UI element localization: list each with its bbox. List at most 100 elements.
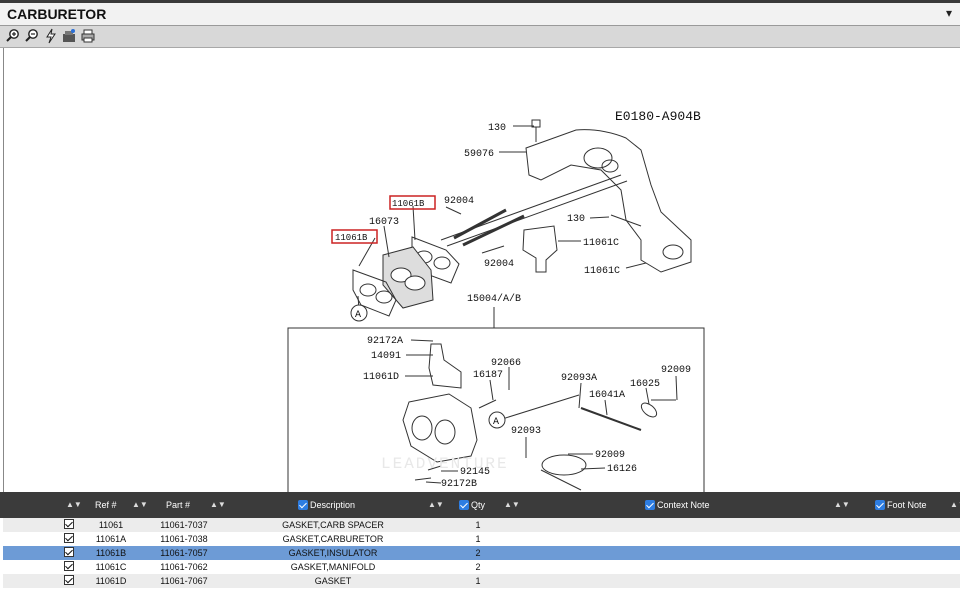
sort-arrows-icon[interactable]: ▲▼ (428, 500, 444, 509)
callout-92145: 92145 (460, 467, 490, 478)
callout-16025: 16025 (630, 379, 660, 390)
cell-description: GASKET,CARB SPACER (282, 520, 384, 530)
manifold-port-2 (662, 244, 684, 260)
callout-92066: 92066 (491, 358, 521, 369)
cell-ref: 11061D (95, 576, 127, 586)
row-checkbox[interactable] (64, 575, 74, 585)
settings-icon[interactable] (61, 28, 77, 44)
parts-diagram[interactable]: E0180-A904B LEADVENTURE 130 59076 11061B… (3, 48, 960, 492)
cell-ref: 11061C (95, 562, 127, 572)
callout-92004b: 92004 (484, 259, 514, 270)
gasket-11061c-shape (522, 225, 558, 273)
callout-11061c-b: 11061C (584, 266, 620, 277)
row-checkbox[interactable] (64, 519, 74, 529)
callout-92093: 92093 (511, 426, 541, 437)
cell-description: GASKET,INSULATOR (288, 548, 378, 558)
callout-16041a: 16041A (589, 390, 625, 401)
cell-ref: 11061B (95, 548, 127, 558)
window-titlebar: CARBURETOR ▾ (0, 0, 960, 26)
header-ref[interactable]: Ref # (95, 500, 117, 510)
cell-ref: 11061A (95, 534, 127, 544)
bracket-14091 (428, 343, 462, 389)
callout-16126: 16126 (607, 464, 637, 475)
cell-qty: 1 (475, 576, 481, 586)
sort-arrows-icon[interactable]: ▲▼ (834, 500, 850, 509)
gasket-11061b-left (352, 269, 397, 317)
header-description[interactable]: Description (298, 492, 355, 518)
callout-16073: 16073 (369, 217, 399, 228)
cell-qty: 2 (475, 562, 481, 572)
row-checkbox[interactable] (64, 533, 74, 543)
callout-130b: 130 (567, 214, 585, 225)
plate-16126 (541, 454, 587, 476)
carburetor-body (402, 393, 478, 463)
sort-arrows-icon[interactable]: ▲▼ (66, 500, 82, 509)
header-context-note[interactable]: Context Note (645, 492, 710, 518)
callout-a2: A (493, 417, 499, 428)
cell-description: GASKET,MANIFOLD (290, 562, 376, 572)
marker-a-1 (350, 304, 368, 322)
cell-description: GASKET,CARBURETOR (282, 534, 384, 544)
checkbox-icon[interactable] (645, 499, 655, 510)
table-row-selected[interactable]: 11061B 11061-7057 GASKET,INSULATOR 2 (3, 546, 960, 560)
row-checkbox[interactable] (64, 547, 74, 557)
watermark: LEADVENTURE (381, 455, 509, 473)
callout-59076: 59076 (464, 149, 494, 160)
zoom-in-icon[interactable] (5, 28, 21, 44)
diagram-canvas: E0180-A904B LEADVENTURE 130 59076 11061B… (287, 109, 705, 492)
manifold-shape (525, 129, 692, 273)
callout-16187: 16187 (473, 370, 503, 381)
header-description-label: Description (310, 500, 356, 510)
lightning-icon[interactable] (43, 28, 59, 44)
parts-grid: ▲▼ Ref # ▲▼ Part # ▲▼ Description ▲▼ Qty… (0, 492, 960, 592)
checkbox-icon[interactable] (875, 499, 885, 510)
manifold-port-1 (583, 147, 613, 169)
chevron-down-icon[interactable]: ▾ (945, 6, 953, 20)
sort-arrows-icon[interactable]: ▲▼ (504, 500, 520, 509)
carburetor-inset-box (287, 327, 705, 492)
checkbox-icon[interactable] (459, 499, 469, 510)
callout-92172b: 92172B (441, 479, 477, 490)
grid-header: ▲▼ Ref # ▲▼ Part # ▲▼ Description ▲▼ Qty… (0, 492, 960, 518)
header-foot-note[interactable]: Foot Note (875, 492, 927, 518)
table-row[interactable]: 11061 11061-7037 GASKET,CARB SPACER 1 (3, 518, 960, 532)
highlight-11061b-top (389, 195, 436, 210)
header-part[interactable]: Part # (166, 500, 191, 510)
cell-part: 11061-7038 (160, 534, 208, 544)
callout-92004a: 92004 (444, 196, 474, 207)
header-qty[interactable]: Qty (459, 492, 485, 518)
cell-qty: 1 (475, 534, 481, 544)
print-icon[interactable] (80, 28, 96, 44)
header-context-label: Context Note (657, 500, 710, 510)
cell-description: GASKET (314, 576, 352, 586)
table-row[interactable]: 11061D 11061-7067 GASKET 1 (3, 574, 960, 588)
checkbox-icon[interactable] (298, 499, 308, 510)
cell-qty: 2 (475, 548, 481, 558)
cell-part: 11061-7057 (160, 548, 208, 558)
callout-92009a: 92009 (661, 365, 691, 376)
callout-92093a: 92093A (561, 373, 597, 384)
cell-ref: 11061 (98, 520, 124, 530)
table-row[interactable]: 11061A 11061-7038 GASKET,CARBURETOR 1 (3, 532, 960, 546)
callout-92009b: 92009 (595, 450, 625, 461)
cell-part: 11061-7062 (160, 562, 208, 572)
callout-a1: A (355, 310, 361, 321)
table-row[interactable]: 11061C 11061-7062 GASKET,MANIFOLD 2 (3, 560, 960, 574)
diagram-code: E0180-A904B (615, 109, 701, 124)
sort-arrows-icon[interactable]: ▲▼ (950, 500, 960, 509)
cell-part: 11061-7037 (160, 520, 208, 530)
header-qty-label: Qty (471, 500, 486, 510)
highlight-11061b-left (331, 229, 378, 244)
sort-arrows-icon[interactable]: ▲▼ (210, 500, 226, 509)
header-foot-label: Foot Note (887, 500, 927, 510)
window-title: CARBURETOR (7, 6, 107, 22)
sort-arrows-icon[interactable]: ▲▼ (132, 500, 148, 509)
callout-130a: 130 (488, 123, 506, 134)
callout-14091: 14091 (371, 351, 401, 362)
callout-11061d: 11061D (363, 372, 399, 383)
callout-11061b-left: 11061B (335, 233, 368, 243)
callout-92172a: 92172A (367, 336, 403, 347)
zoom-out-icon[interactable] (24, 28, 40, 44)
row-checkbox[interactable] (64, 561, 74, 571)
callout-11061c-a: 11061C (583, 238, 619, 249)
